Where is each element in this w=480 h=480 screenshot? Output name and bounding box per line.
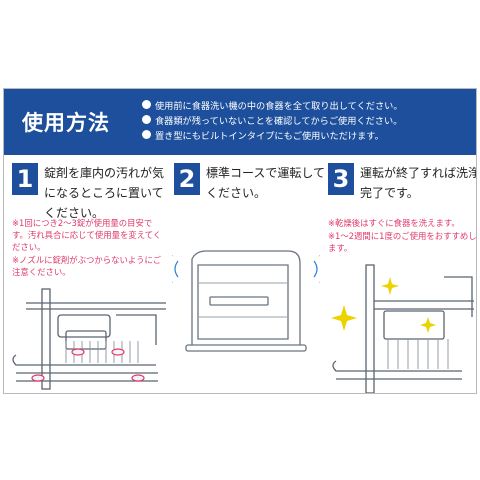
caution-note: ※1回につき2〜3錠が使用量の目安です。汚れ具合に応じて使用量を変えてください。: [12, 218, 162, 252]
dishwasher-running-illustration: [172, 250, 320, 352]
step-instruction: 運転が終了すれば洗浄完了です。: [360, 166, 477, 200]
precaution-text: 使用前に食器洗い機の中の食器を全て取り出してください。: [155, 100, 403, 112]
caution-note: ※ノズルに錠剤がぶつからないようにご注意ください。: [12, 255, 162, 277]
step-instruction: 標準コースで運転してください。: [206, 166, 326, 200]
precaution-text: 置き型にもビルトインタイプにもご使用いただけます。: [155, 130, 384, 142]
bullet-icon: [142, 100, 151, 109]
step-number-badge: 2: [174, 163, 200, 195]
caution-note: ※1〜2週間に1度のご使用をおすすめします。: [328, 231, 477, 253]
clean-rack-sparkle-illustration: [331, 264, 474, 393]
precaution-text: 食器類が残っていないことを確認してからご使用ください。: [155, 115, 403, 127]
dish-rack-tablets-illustration: [12, 288, 166, 390]
usage-instructions-card: 使用方法 使用前に食器洗い機の中の食器を全て取り出してください。 食器類が残って…: [3, 88, 477, 394]
instructions-header: 使用方法 使用前に食器洗い機の中の食器を全て取り出してください。 食器類が残って…: [4, 89, 476, 155]
precaution-item: 置き型にもビルトインタイプにもご使用いただけます。: [142, 127, 472, 142]
caution-note: ※乾燥後はすぐに食器を洗えます。: [328, 218, 460, 228]
precaution-item: 食器類が残っていないことを確認してからご使用ください。: [142, 112, 472, 127]
bullet-icon: [142, 115, 151, 124]
step-instruction: 錠剤を庫内の汚れが気になるところに置いてください。: [44, 166, 165, 220]
page-title: 使用方法: [22, 111, 110, 135]
precaution-item: 使用前に食器洗い機の中の食器を全て取り出してください。: [142, 97, 472, 112]
step-caution-notes: ※1回につき2〜3錠が使用量の目安です。汚れ具合に応じて使用量を変えてください。…: [12, 217, 162, 279]
step-caution-notes: ※乾燥後はすぐに食器を洗えます。 ※1〜2週間に1度のご使用をおすすめします。: [328, 217, 477, 255]
step-number-badge: 1: [12, 163, 38, 195]
step-number-badge: 3: [328, 163, 354, 195]
precaution-list: 使用前に食器洗い機の中の食器を全て取り出してください。 食器類が残っていないこと…: [142, 97, 472, 142]
bullet-icon: [142, 130, 151, 139]
